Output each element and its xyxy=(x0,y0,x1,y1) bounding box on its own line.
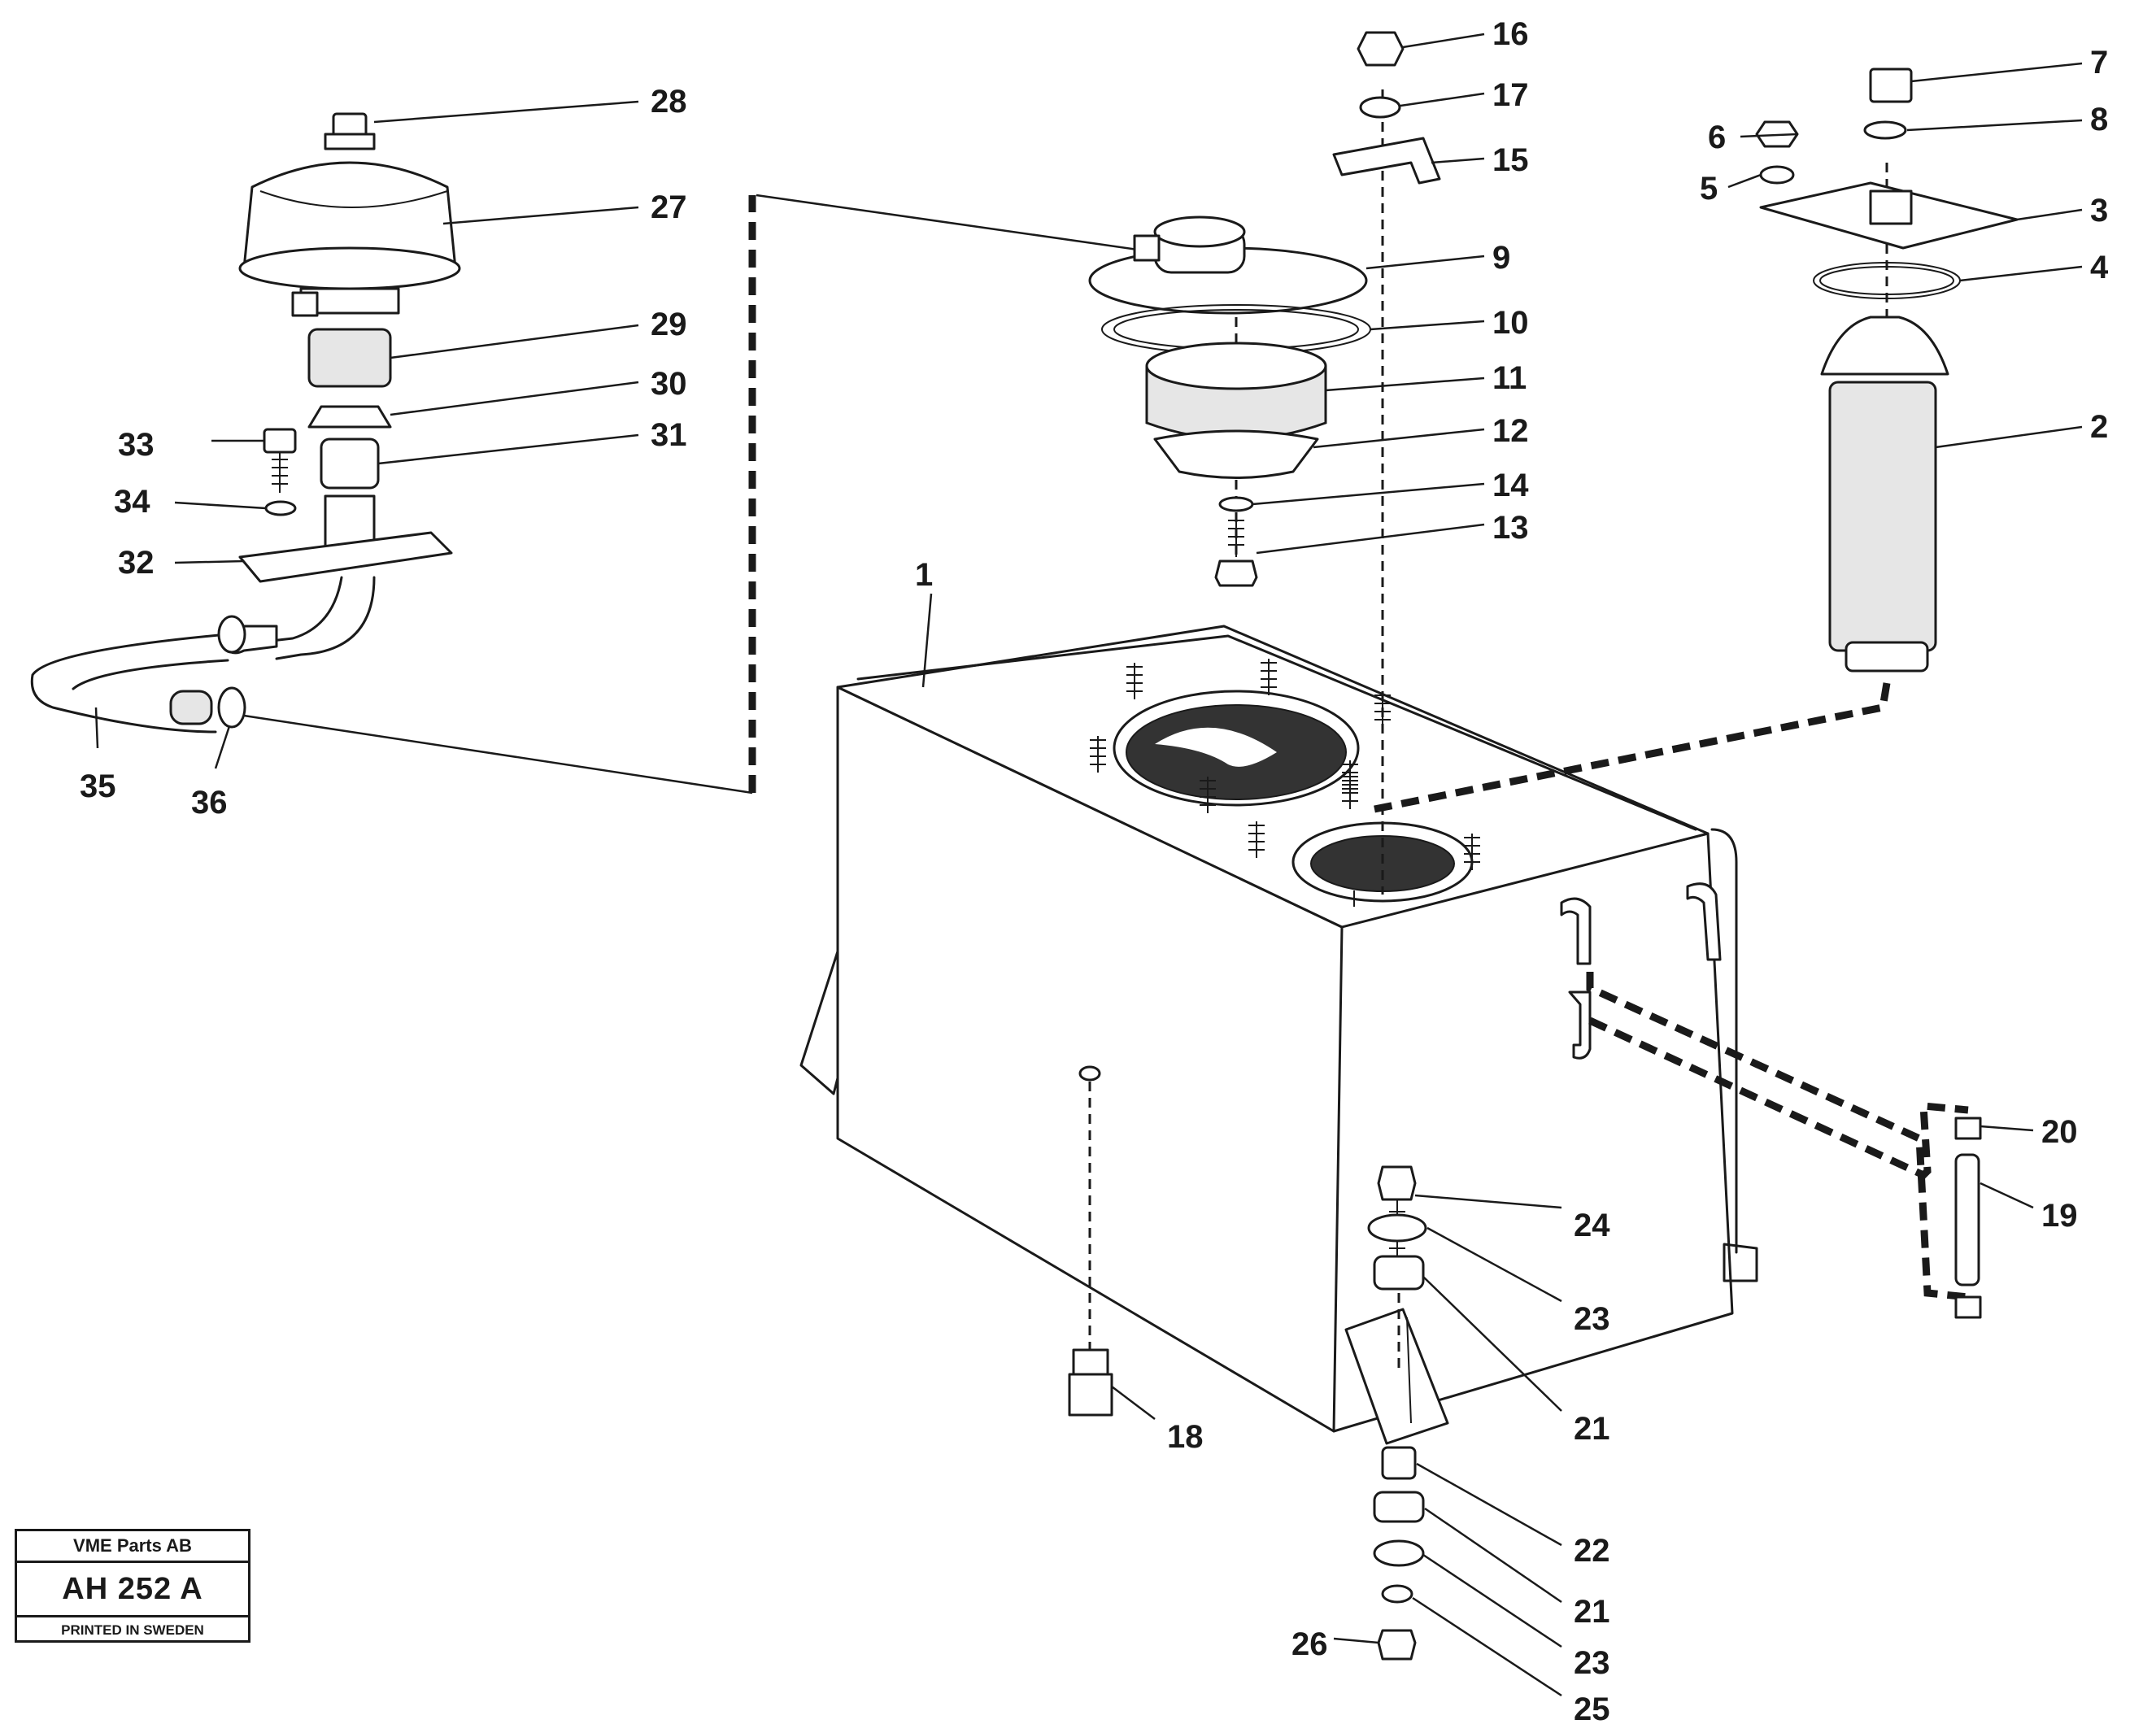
title-block: VME Parts AB AH 252 A PRINTED IN SWEDEN xyxy=(15,1529,250,1643)
drawing-code: AH 252 A xyxy=(17,1563,248,1617)
label-28: 28 xyxy=(651,84,687,120)
label-13: 13 xyxy=(1492,510,1529,546)
label-18: 18 xyxy=(1167,1419,1204,1455)
label-21-upper: 21 xyxy=(1574,1411,1610,1447)
label-23-upper: 23 xyxy=(1574,1301,1610,1337)
label-4: 4 xyxy=(2090,250,2109,285)
leader-lines xyxy=(94,33,2083,1697)
label-17: 17 xyxy=(1492,77,1529,113)
label-36: 36 xyxy=(191,785,228,821)
part-number-labels: 16 17 15 9 10 11 12 14 13 7 8 3 4 2 6 5 … xyxy=(80,16,2109,1724)
label-5: 5 xyxy=(1700,171,1718,207)
label-15: 15 xyxy=(1492,142,1529,178)
label-21-lower: 21 xyxy=(1574,1594,1610,1630)
label-19: 19 xyxy=(2041,1198,2078,1234)
label-23-lower: 23 xyxy=(1574,1645,1610,1681)
label-29: 29 xyxy=(651,307,687,342)
breather-filter xyxy=(30,112,461,734)
mounting-hardware xyxy=(1068,1065,1982,1661)
label-25: 25 xyxy=(1574,1691,1610,1724)
label-30: 30 xyxy=(651,366,687,402)
label-34: 34 xyxy=(114,484,150,520)
filler-cap-assembly xyxy=(1088,31,1441,587)
label-31: 31 xyxy=(651,417,687,453)
label-20: 20 xyxy=(2041,1114,2078,1150)
label-12: 12 xyxy=(1492,413,1529,449)
label-2: 2 xyxy=(2090,409,2108,445)
hydraulic-tank xyxy=(799,625,1758,1445)
label-3: 3 xyxy=(2090,193,2108,229)
label-6: 6 xyxy=(1708,120,1726,155)
label-24: 24 xyxy=(1574,1208,1610,1243)
label-26: 26 xyxy=(1291,1626,1328,1662)
label-32: 32 xyxy=(118,545,155,581)
label-7: 7 xyxy=(2090,45,2108,81)
label-14: 14 xyxy=(1492,468,1529,503)
label-8: 8 xyxy=(2090,102,2108,137)
label-27: 27 xyxy=(651,189,687,225)
printed-note: PRINTED IN SWEDEN xyxy=(61,1622,204,1638)
label-11: 11 xyxy=(1492,360,1527,396)
label-22: 22 xyxy=(1574,1533,1610,1569)
label-33: 33 xyxy=(118,427,155,463)
label-35: 35 xyxy=(80,768,116,804)
return-filter xyxy=(1755,67,2019,673)
label-10: 10 xyxy=(1492,305,1529,341)
label-16: 16 xyxy=(1492,16,1529,52)
company-name: VME Parts AB xyxy=(17,1531,248,1563)
label-1: 1 xyxy=(915,557,933,593)
label-9: 9 xyxy=(1492,240,1510,276)
